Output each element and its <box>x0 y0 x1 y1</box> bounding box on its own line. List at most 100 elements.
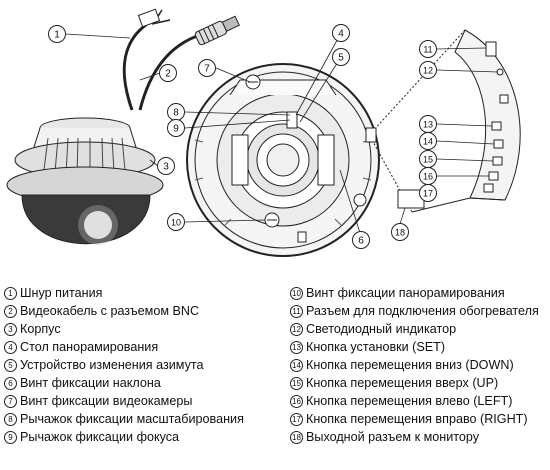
callout-5: 5 <box>332 48 350 66</box>
callout-label: 13 <box>423 120 433 130</box>
legend-text: Светодиодный индикатор <box>306 322 457 336</box>
callout-11: 11 <box>419 40 437 58</box>
legend-text: Стол панорамирования <box>20 340 159 354</box>
legend-text: Кнопка перемещения вправо (RIGHT) <box>306 412 528 426</box>
legend-text: Винт фиксации наклона <box>20 376 161 390</box>
legend-number: 2 <box>4 304 17 318</box>
legend-text: Видеокабель с разъемом BNC <box>20 304 200 318</box>
callout-13: 13 <box>419 115 437 133</box>
legend-number: 1 <box>4 286 17 300</box>
legend-number: 16 <box>290 394 303 408</box>
legend-text: Кнопка установки (SET) <box>306 340 446 354</box>
callout-label: 15 <box>423 155 433 165</box>
legend-number: 7 <box>4 394 17 408</box>
legend-number: 11 <box>290 304 303 318</box>
legend-number: 3 <box>4 322 17 336</box>
legend-number: 13 <box>290 340 303 354</box>
legend-number: 9 <box>4 430 17 444</box>
callout-12: 12 <box>419 61 437 79</box>
legend-text: Выходной разъем к монитору <box>306 430 480 444</box>
legend-number: 12 <box>290 322 303 336</box>
legend-number: 18 <box>290 430 303 444</box>
callout-label: 7 <box>204 64 210 75</box>
camera-base-top-view <box>186 63 380 257</box>
callout-10: 10 <box>167 213 185 231</box>
callout-label: 3 <box>163 162 169 173</box>
callout-label: 11 <box>423 45 432 55</box>
legend-text: Рычажок фиксации масштабирования <box>20 412 244 426</box>
callout-8: 8 <box>167 103 185 121</box>
callout-label: 1 <box>54 30 60 41</box>
callout-18: 18 <box>391 223 409 241</box>
callout-label: 9 <box>173 124 179 135</box>
callout-3: 3 <box>157 157 175 175</box>
legend-text: Разъем для подключения обогревателя <box>306 304 539 318</box>
callout-1: 1 <box>48 25 66 43</box>
callout-label: 6 <box>358 236 364 247</box>
legend-text: Винт фиксации видеокамеры <box>20 394 193 408</box>
legend-number: 8 <box>4 412 17 426</box>
callout-label: 8 <box>173 108 179 119</box>
callout-9: 9 <box>167 119 185 137</box>
callout-label: 4 <box>338 29 344 40</box>
callout-15: 15 <box>419 150 437 168</box>
legend-number: 4 <box>4 340 17 354</box>
callout-6: 6 <box>352 231 370 249</box>
legend-text: Рычажок фиксации фокуса <box>20 430 180 444</box>
callout-label: 5 <box>338 53 344 64</box>
callout-label: 14 <box>423 137 433 147</box>
callout-label: 10 <box>171 218 181 228</box>
callout-4: 4 <box>332 24 350 42</box>
callout-2: 2 <box>159 64 177 82</box>
callout-label: 18 <box>395 228 405 238</box>
callout-label: 17 <box>423 189 433 199</box>
legend-text: Шнур питания <box>20 286 103 300</box>
legend-text: Устройство изменения азимута <box>20 358 204 372</box>
control-board-detail <box>365 29 521 213</box>
callout-label: 16 <box>423 172 433 182</box>
legend-text: Кнопка перемещения вниз (DOWN) <box>306 358 514 372</box>
legend-text: Кнопка перемещения вверх (UP) <box>306 376 499 390</box>
legend-number: 6 <box>4 376 17 390</box>
callout-label: 2 <box>165 69 171 80</box>
callout-7: 7 <box>198 59 216 77</box>
legend-number: 10 <box>290 286 303 300</box>
dome-camera-illustration <box>6 8 240 245</box>
legend-text: Винт фиксации панорамирования <box>306 286 505 300</box>
legend-text: Кнопка перемещения влево (LEFT) <box>306 394 513 408</box>
legend-number: 5 <box>4 358 17 372</box>
legend-number: 15 <box>290 376 303 390</box>
callout-16: 16 <box>419 167 437 185</box>
legend-number: 14 <box>290 358 303 372</box>
leader-lines <box>65 32 499 237</box>
callout-label: 12 <box>423 66 433 76</box>
callout-17: 17 <box>419 184 437 202</box>
legend-text: Корпус <box>20 322 61 336</box>
legend-number: 17 <box>290 412 303 426</box>
callout-14: 14 <box>419 132 437 150</box>
